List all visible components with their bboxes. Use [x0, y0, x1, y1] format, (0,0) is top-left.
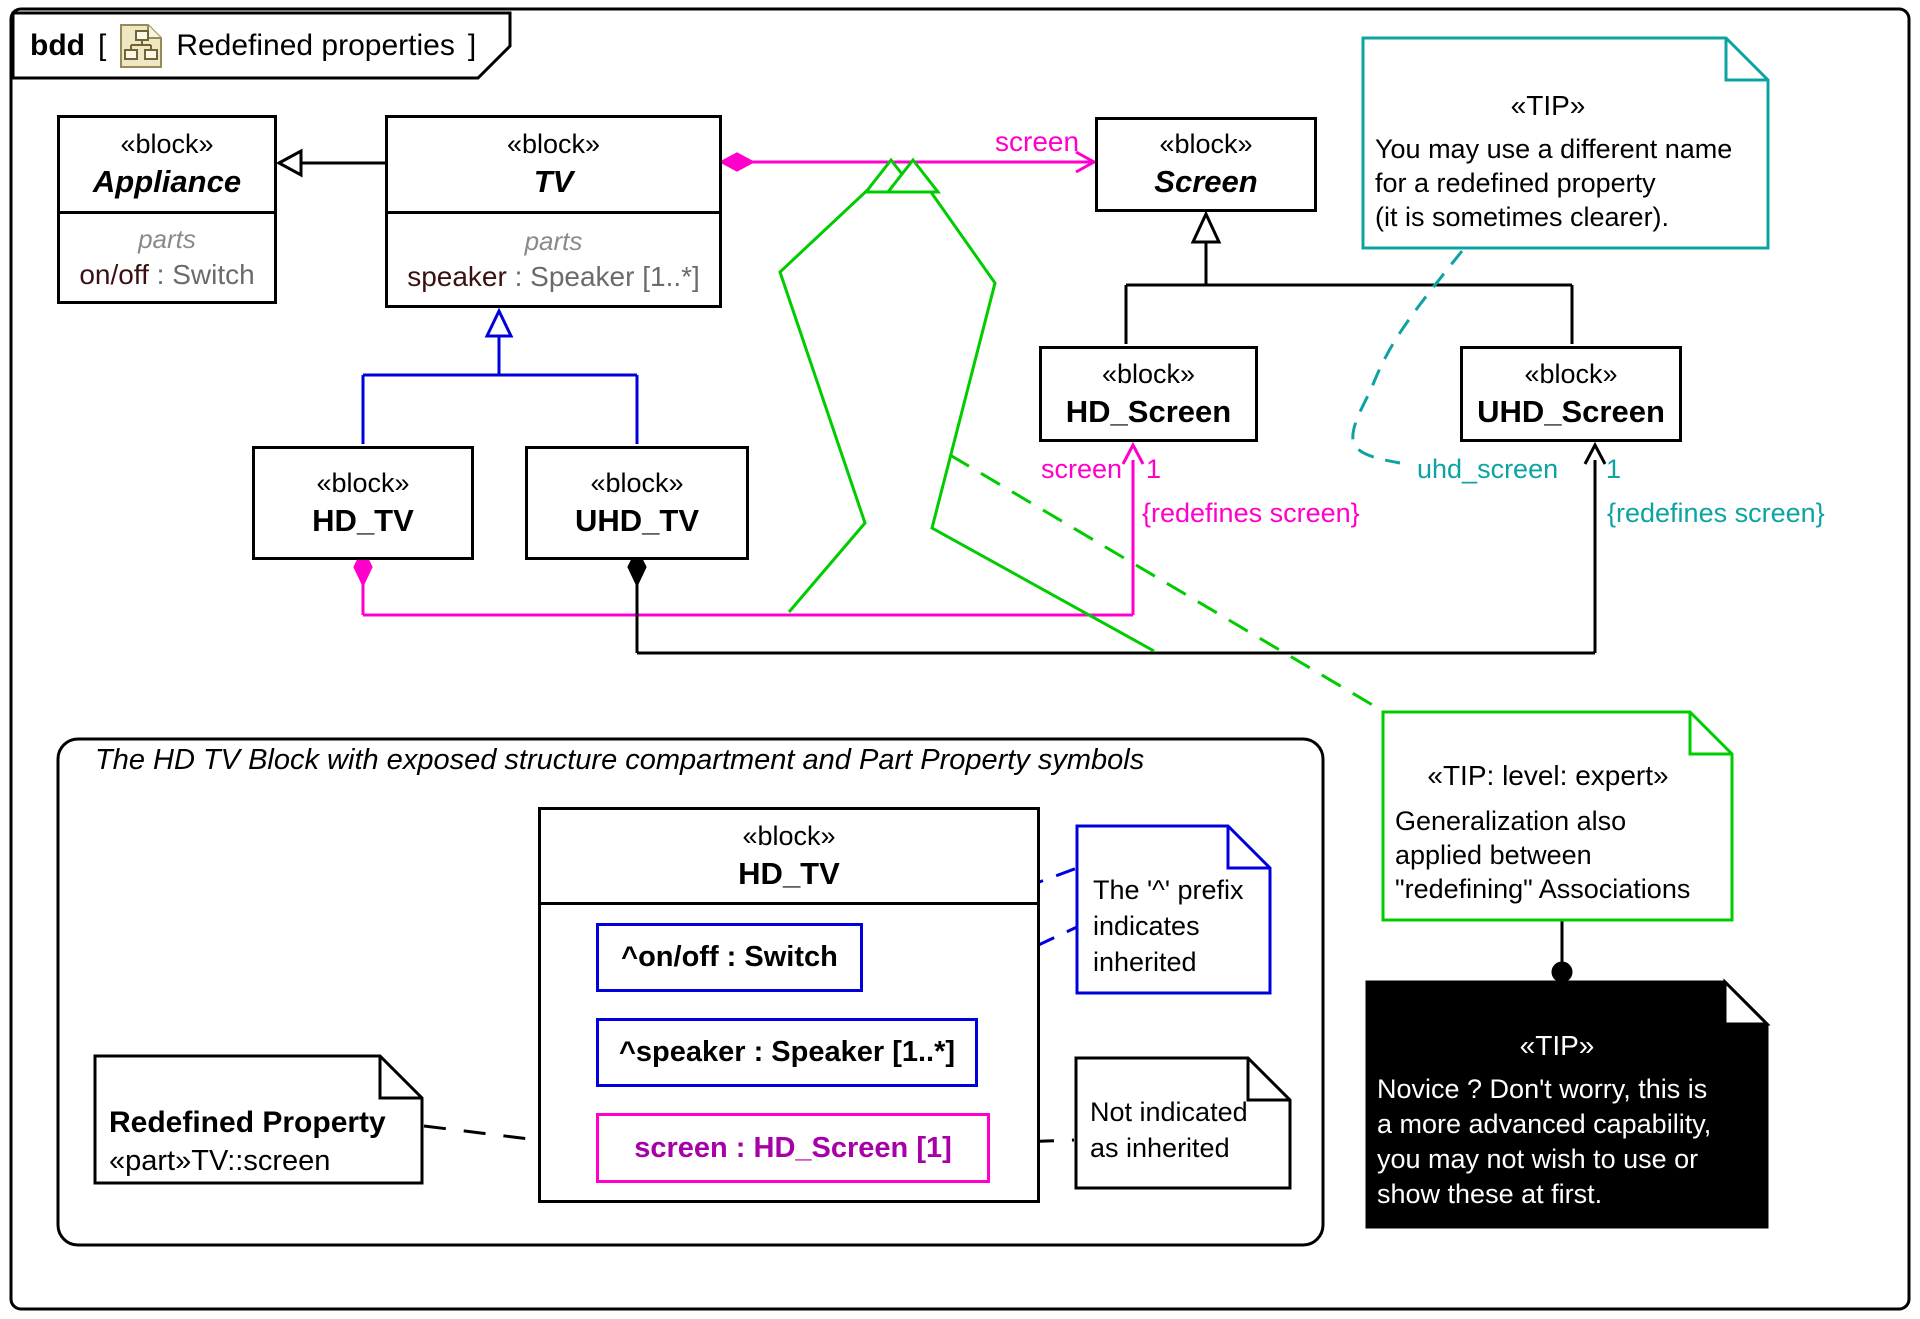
stereotype: «block»	[1524, 358, 1618, 389]
not-indicated-note-shape	[1074, 1056, 1292, 1190]
block-hd-tv: «block» HD_TV	[252, 446, 474, 560]
block-hd-screen: «block» HD_Screen	[1039, 346, 1258, 442]
stereotype: «block»	[590, 467, 684, 498]
note-shapes	[93, 36, 1771, 1229]
tip-note: «TIP» You may use a different name for a…	[1363, 38, 1768, 234]
generalization-screen-children	[1124, 210, 1574, 344]
expert-tip-note: «TIP: level: expert» Generalization also…	[1383, 712, 1732, 906]
container-title: The HD TV Block with exposed structure c…	[95, 744, 1145, 776]
prefix-note-shape	[1075, 824, 1272, 995]
diagram-name: Redefined properties	[176, 29, 455, 62]
structure-example-container	[56, 737, 1325, 1247]
note-title: «TIP: level: expert»	[1427, 760, 1669, 791]
compartment-label: parts	[524, 226, 583, 256]
block-name: HD_TV	[738, 855, 840, 891]
uhd-end-role-label: uhd_screen	[1417, 454, 1559, 484]
generalization-between-associations	[778, 157, 1382, 712]
not-indicated-note: Not indicated as inherited	[1090, 1097, 1248, 1163]
frame-title: bdd [ Redefined properties ]	[30, 24, 477, 68]
block-screen: «block» Screen	[1095, 117, 1317, 212]
note-subtitle: «part»TV::screen	[109, 1145, 331, 1177]
part-property: speaker : Speaker [1..*]	[407, 261, 700, 292]
uhd-end-redefines-constraint: {redefines screen}	[1607, 498, 1825, 528]
inherited-property-onoff: ^on/off : Switch	[596, 923, 863, 992]
generalization-tv-appliance	[275, 148, 385, 178]
redefined-property-note: Redefined Property «part»TV::screen	[95, 1056, 422, 1180]
association-name-label: screen	[995, 126, 1080, 157]
redefined-property-screen: screen : HD_Screen [1]	[596, 1113, 990, 1183]
stereotype: «block»	[1159, 129, 1253, 159]
prefix-note: The '^' prefix indicates inherited	[1093, 875, 1244, 977]
block-name: HD_Screen	[1065, 393, 1232, 429]
arrow-uhdscreen	[1583, 441, 1607, 465]
redefined-property-note-shape	[93, 1054, 424, 1185]
novice-tip-note-shape	[1365, 980, 1769, 1229]
diagram-icon	[120, 24, 163, 68]
compartment-label: parts	[138, 224, 196, 254]
tip-note-shape	[1361, 36, 1770, 250]
frame-open-bracket: [	[97, 29, 107, 62]
block-tv: «block» TV parts speaker : Speaker [1..*…	[385, 115, 722, 308]
block-name: UHD_TV	[574, 502, 699, 538]
part-property: on/off : Switch	[79, 259, 255, 290]
block-name: HD_TV	[312, 502, 414, 538]
stereotype: «block»	[742, 820, 836, 851]
uhd-end-multiplicity: 1	[1606, 454, 1622, 484]
frame-kind: bdd	[30, 29, 85, 62]
block-name: Appliance	[92, 164, 242, 199]
note-anchor-green-dashed	[949, 453, 1382, 712]
block-uhd-tv: «block» UHD_TV	[525, 446, 749, 560]
arrow-hdscreen	[1121, 441, 1145, 465]
generalization-tv-children	[361, 307, 639, 444]
note-title: «TIP»	[1510, 90, 1586, 121]
note-title: Redefined Property	[109, 1106, 386, 1139]
stereotype: «block»	[316, 467, 410, 498]
block-name: UHD_Screen	[1477, 393, 1665, 429]
association-tv-screen	[718, 150, 1098, 174]
expert-tip-note-shape	[1381, 710, 1734, 922]
hd-end-role-label: screen	[1040, 454, 1122, 484]
diagram-frame	[9, 7, 1911, 1311]
note-title: «TIP»	[1519, 1030, 1595, 1061]
hd-end-redefines-constraint: {redefines screen}	[1142, 498, 1360, 528]
block-uhd-screen: «block» UHD_Screen	[1460, 346, 1682, 442]
open-arrow-screen	[1075, 150, 1098, 174]
frame-close-bracket: ]	[467, 29, 477, 62]
composite-diamond-tv	[718, 152, 756, 172]
hd-end-multiplicity: 1	[1146, 454, 1162, 484]
stereotype: «block»	[506, 129, 601, 159]
novice-tip-note: «TIP» Novice ? Don't worry, this is a mo…	[1367, 982, 1767, 1212]
block-name: TV	[533, 164, 574, 199]
stereotype: «block»	[120, 129, 214, 159]
block-name: Screen	[1154, 164, 1258, 199]
block-appliance: «block» Appliance parts on/off : Switch	[57, 115, 277, 304]
inherited-property-speaker: ^speaker : Speaker [1..*]	[596, 1018, 978, 1087]
stereotype: «block»	[1101, 358, 1196, 389]
anchor-dot	[1551, 961, 1573, 983]
note-anchor-teal-dashed	[1351, 250, 1464, 465]
